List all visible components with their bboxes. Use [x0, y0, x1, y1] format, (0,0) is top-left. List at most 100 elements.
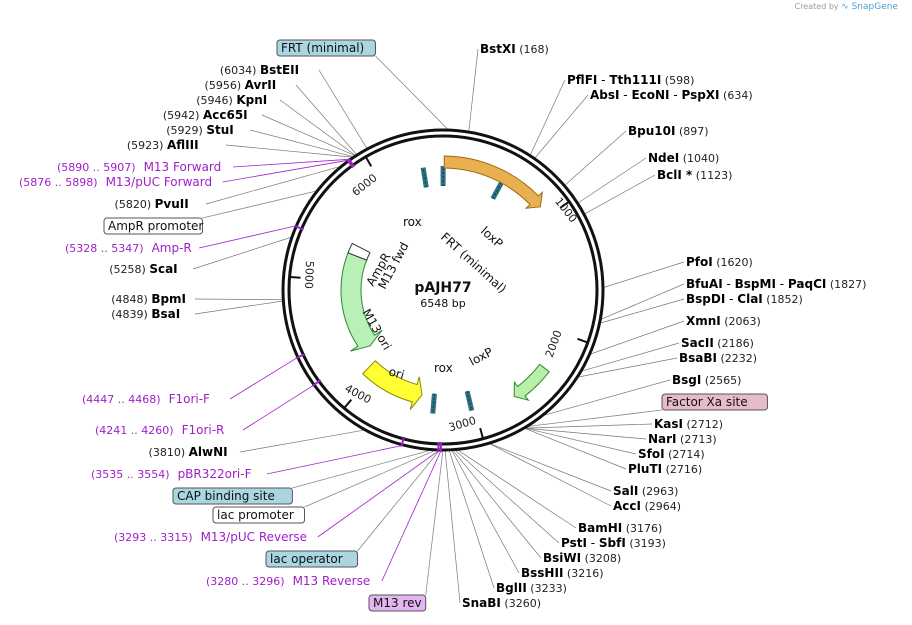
enzyme-name: NdeI — [648, 151, 679, 165]
leader-line — [582, 342, 680, 372]
site-label-bsgi[interactable]: BsgI (2565) — [672, 373, 741, 387]
site-label-frt-minimal[interactable]: FRT (minimal) — [276, 39, 376, 57]
feature-ampr-promoter[interactable] — [347, 242, 371, 261]
site-label-afliii[interactable]: (5923) AflIII — [127, 138, 199, 152]
site-label-bamhi[interactable]: BamHI (3176) — [578, 521, 662, 535]
primer-leader-line — [222, 159, 348, 183]
backbone-inner-circle — [287, 134, 599, 446]
site-label-snabi[interactable]: SnaBI (3260) — [462, 596, 541, 610]
site-label-nari[interactable]: NarI (2713) — [648, 432, 717, 446]
enzyme-position: (4848) — [111, 293, 151, 306]
feature-rox-outline — [422, 167, 427, 188]
site-label-avrii[interactable]: (5956) AvrII — [205, 78, 277, 92]
leader-line — [375, 55, 448, 130]
leader-line — [194, 300, 283, 315]
site-label-cap-binding-site[interactable]: CAP binding site — [172, 487, 293, 505]
primer-label: (5890 .. 5907)M13 Forward — [57, 160, 221, 174]
site-label-bsai[interactable]: (4839) BsaI — [111, 307, 180, 321]
site-label-alwni[interactable]: (3810) AlwNI — [149, 445, 228, 459]
site-label-sfoi[interactable]: SfoI (2714) — [638, 447, 705, 461]
site-label-bglii[interactable]: BglII (3233) — [496, 581, 567, 595]
site-label-f1ori-f[interactable]: (4447 .. 4468)F1ori-F — [82, 392, 210, 406]
primer-range: (5328 .. 5347) — [65, 242, 144, 255]
site-label-xmni[interactable]: XmnI (2063) — [686, 314, 761, 328]
primer-name: F1ori-R — [182, 423, 225, 437]
primer-name: Amp-R — [152, 241, 192, 255]
site-label-sali[interactable]: SalI (2963) — [613, 484, 678, 498]
site-label-bsabi[interactable]: BsaBI (2232) — [679, 351, 757, 365]
site-label-m13-puc-reverse[interactable]: (3293 .. 3315)M13/pUC Reverse — [114, 530, 307, 544]
site-label-acci[interactable]: AccI (2964) — [613, 499, 681, 513]
enzyme-position: (5946) — [196, 94, 236, 107]
enzyme-label: (5929) StuI — [166, 123, 233, 137]
site-label-stui[interactable]: (5929) StuI — [166, 123, 233, 137]
enzyme-name: BsaBI — [679, 351, 717, 365]
site-label-bpmi[interactable]: (4848) BpmI — [111, 292, 186, 306]
enzyme-position: - — [723, 277, 735, 291]
site-label-lac-operator[interactable]: lac operator — [265, 550, 359, 568]
site-label-scai[interactable]: (5258) ScaI — [109, 262, 177, 276]
enzyme-name: ClaI — [737, 292, 762, 306]
site-label-absi-econi-pspxi[interactable]: AbsI - EcoNI - PspXI (634) — [590, 88, 753, 102]
site-label-m13-puc-forward[interactable]: (5876 .. 5898)M13/pUC Forward — [19, 175, 212, 189]
site-label-bsiwi[interactable]: BsiWI (3208) — [543, 551, 621, 565]
enzyme-position: - — [670, 88, 682, 102]
enzyme-position: (634) — [720, 89, 753, 102]
primer-mark-amp-r — [293, 224, 304, 231]
enzyme-label: BamHI (3176) — [578, 521, 662, 535]
site-label-bsteii[interactable]: (6034) BstEII — [220, 63, 299, 77]
site-label-pflfi-tth111i[interactable]: PflFI - Tth111I (598) — [567, 73, 694, 87]
enzyme-name: SalI — [613, 484, 638, 498]
site-label-bcli[interactable]: BclI * (1123) — [657, 168, 732, 182]
feature-ori[interactable] — [362, 360, 423, 410]
site-label-psti-sbfi[interactable]: PstI - SbfI (3193) — [561, 536, 666, 550]
tick-label-5000: 5000 — [302, 261, 316, 289]
site-label-amp-r[interactable]: (5328 .. 5347) Amp-R — [65, 241, 192, 255]
site-label-m13-rev[interactable]: M13 rev — [368, 594, 427, 612]
site-label-bfuai-bspmi-paqci[interactable]: BfuAI - BspMI - PaqCI (1827) — [686, 277, 866, 291]
site-label-sacii[interactable]: SacII (2186) — [681, 336, 754, 350]
site-label-ndei[interactable]: NdeI (1040) — [648, 151, 719, 165]
enzyme-name: BssHII — [521, 566, 563, 580]
site-label-kpni[interactable]: (5946) KpnI — [196, 93, 267, 107]
primer-name: M13 Forward — [144, 160, 222, 174]
enzyme-position: (5258) — [109, 263, 149, 276]
feature-arrow-3[interactable] — [443, 155, 544, 209]
site-label-pfoi[interactable]: PfoI (1620) — [686, 255, 753, 269]
label-box — [661, 393, 768, 411]
enzyme-name: PflFI — [567, 73, 597, 87]
site-label-m13-reverse[interactable]: (3280 .. 3296)M13 Reverse — [206, 574, 370, 588]
credit-brand: SnapGene — [851, 2, 898, 12]
leader-line — [448, 450, 495, 589]
enzyme-position: (168) — [516, 43, 549, 56]
enzyme-label: PfoI (1620) — [686, 255, 753, 269]
enzyme-name: PluTI — [628, 462, 662, 476]
site-label-bpu10i[interactable]: Bpu10I (897) — [628, 124, 709, 138]
enzyme-label: BfuAI - BspMI - PaqCI (1827) — [686, 277, 866, 291]
feature-arrow-4[interactable] — [513, 363, 550, 402]
enzyme-name: Bpu10I — [628, 124, 675, 138]
enzyme-position: (1827) — [826, 278, 866, 291]
site-label-m13-forward[interactable]: (5890 .. 5907)M13 Forward — [57, 160, 221, 174]
site-label-lac-promoter[interactable]: lac promoter — [212, 506, 306, 524]
enzyme-position: (2713) — [677, 433, 717, 446]
site-label-pvuii[interactable]: (5820) PvuII — [115, 197, 189, 211]
site-label-pluti[interactable]: PluTI (2716) — [628, 462, 702, 476]
site-label-ampr-promoter[interactable]: AmpR promoter — [103, 217, 203, 235]
enzyme-name: StuI — [206, 123, 233, 137]
primer-range: (5876 .. 5898) — [19, 176, 98, 189]
primer-label: (3280 .. 3296)M13 Reverse — [206, 574, 370, 588]
enzyme-name: BspDI — [686, 292, 725, 306]
enzyme-name: AflIII — [167, 138, 199, 152]
site-label-pbr322ori-f[interactable]: (3535 .. 3554)pBR322ori-F — [91, 467, 252, 481]
site-label-factor-xa-site[interactable]: Factor Xa site — [661, 393, 768, 411]
site-label-bstxi[interactable]: BstXI (168) — [480, 42, 549, 56]
label-box — [172, 487, 293, 505]
site-label-bspdi-clai[interactable]: BspDI - ClaI (1852) — [686, 292, 803, 306]
site-label-f1ori-r[interactable]: (4241 .. 4260)F1ori-R — [95, 423, 224, 437]
site-label-kasi[interactable]: KasI (2712) — [654, 417, 723, 431]
site-label-acc65i[interactable]: (5942) Acc65I — [163, 108, 248, 122]
enzyme-name: BsiWI — [543, 551, 581, 565]
site-label-bsshii[interactable]: BssHII (3216) — [521, 566, 603, 580]
